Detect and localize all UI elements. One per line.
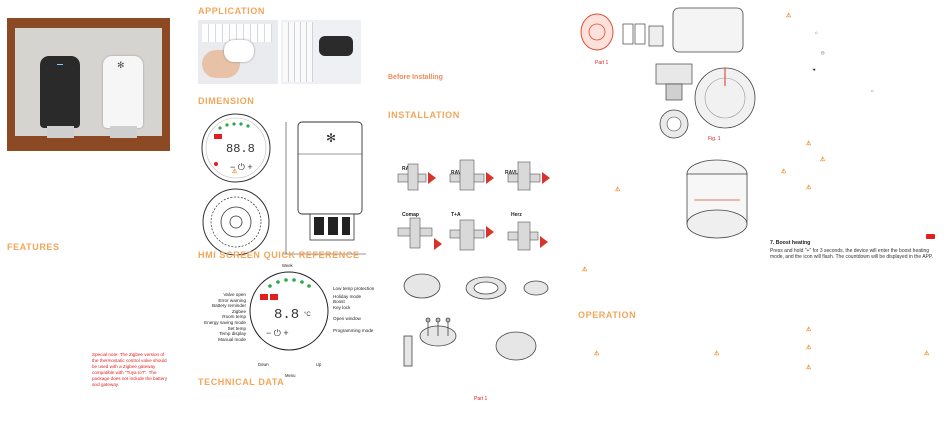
boost-title: 7. Boost heating <box>770 240 811 246</box>
svg-text:✻: ✻ <box>326 131 336 145</box>
installation-fig-1 <box>694 67 756 129</box>
valve-label: Comap <box>402 212 419 218</box>
svg-text:− ⏻ +: − ⏻ + <box>230 162 253 172</box>
dimension-heading: DIMENSION <box>198 96 255 106</box>
adapter-parts <box>403 273 549 367</box>
application-photo-1 <box>198 20 278 84</box>
hmi-right-label: Low temp protection <box>333 286 375 291</box>
hmi-right-label: Key lock <box>333 304 351 310</box>
valve-label: RAVL <box>505 170 519 176</box>
step-mark: ⚠ <box>820 157 826 163</box>
icon-glyph: ⌂ <box>815 30 818 35</box>
hmi-right-label: Holiday mode <box>333 293 362 299</box>
valve-label: RA <box>402 166 410 172</box>
valve-label: Herz <box>511 212 522 218</box>
white-thermostat <box>103 56 143 128</box>
black-thermostat <box>40 56 80 128</box>
step-mark: ⚠ <box>781 169 787 175</box>
application-heading: APPLICATION <box>198 6 265 16</box>
hmi-right-labels: Low temp protection Holiday mode Boost K… <box>333 286 377 334</box>
icon-glyph: ⌂ <box>871 88 874 93</box>
installation-fig-left <box>655 63 693 139</box>
hmi-left-label: Manual mode <box>218 336 246 342</box>
boost-flag-icon <box>926 234 935 239</box>
hmi-left-label: Set temp <box>227 325 246 331</box>
installation-heading: INSTALLATION <box>388 110 460 120</box>
application-photo-2 <box>281 20 361 84</box>
step-mark: ⚠ <box>806 345 812 351</box>
hmi-right-label: Programming mode <box>333 327 374 333</box>
exploded-parts <box>580 7 744 53</box>
hmi-front-view: 88.8 − ⏻ + <box>201 113 271 183</box>
hmi-heading: HMI SCREEN QUICK REFERENCE <box>198 250 360 260</box>
fig-1-label: Fig. 1 <box>708 136 721 142</box>
hmi-left-labels: Valve open Error warning Battery reminde… <box>198 292 246 342</box>
hmi-left-label: Error warning <box>218 297 246 303</box>
device-bottom-view <box>686 159 748 239</box>
technical-data-heading: TECHNICAL DATA <box>198 377 285 387</box>
valve-row-1 <box>397 159 550 191</box>
clock-icon: ◷ <box>821 50 825 55</box>
black-led <box>57 64 63 65</box>
svg-text:8.8: 8.8 <box>274 307 299 323</box>
dim-marker: ⚠ <box>232 169 238 175</box>
black-thermostat-base <box>47 126 74 138</box>
hmi-left-label: Energy saving mode <box>204 319 246 325</box>
boost-text: Press and hold "+" for 3 seconds, the de… <box>770 248 933 261</box>
svg-text:− ⏻ +: − ⏻ + <box>266 328 289 338</box>
operation-heading: OPERATION <box>578 310 637 320</box>
hmi-left-label: Valve open <box>223 292 246 297</box>
hmi-label-up: Up <box>316 362 322 367</box>
hmi-label-week: Week <box>282 263 293 268</box>
svg-text:88.8: 88.8 <box>226 142 255 156</box>
radiator-fins <box>202 24 272 42</box>
step-mark: ⚠ <box>594 351 600 357</box>
step-mark: ⚠ <box>714 351 720 357</box>
hmi-left-label: Zigbee <box>231 308 246 314</box>
step-mark: ⚠ <box>806 185 812 191</box>
part-label-1: Part 1 <box>474 396 488 402</box>
product-photo: ✻ <box>7 18 170 151</box>
radiator-fins-2 <box>283 22 313 82</box>
valve-row-2 <box>397 217 548 251</box>
before-installing: Before Installing <box>388 74 443 81</box>
part-label-top: Part 1 <box>595 60 609 66</box>
dimension-rear-view <box>202 188 270 256</box>
step-mark: ⚠ <box>806 327 812 333</box>
svg-text:°C: °C <box>304 312 311 318</box>
step-mark: ⚠ <box>806 365 812 371</box>
valve-label: RAV <box>451 170 462 176</box>
mounted-device <box>319 36 353 56</box>
step-mark: ⚠ <box>806 141 812 147</box>
step-mark: ⚠ <box>615 187 621 193</box>
hmi-left-label: Room temp <box>222 314 246 320</box>
device-glyph: ✻ <box>117 60 125 70</box>
hmi-left-label: Battery reminder <box>212 303 246 309</box>
hmi-left-label: Temp display <box>219 331 246 337</box>
features-heading: FEATURES <box>7 242 60 252</box>
step-mark: ⚠ <box>582 267 588 273</box>
hmi-screen-diagram: 8.8 °C − ⏻ + <box>249 271 329 351</box>
special-note: Special note: The Zigbee version of the … <box>92 352 168 387</box>
hmi-right-label: Open window <box>333 316 361 322</box>
white-thermostat-base <box>110 126 137 138</box>
valve-label: T+A <box>451 212 461 218</box>
hand-icon: ☚ <box>812 67 816 72</box>
dimension-side-view: ✻ <box>282 121 366 255</box>
hmi-label-down: Down <box>258 362 269 367</box>
device-in-hand <box>224 40 254 62</box>
step-mark: ⚠ <box>786 13 792 19</box>
hmi-right-label: Boost <box>333 299 345 305</box>
hmi-label-menu: Menu <box>285 373 296 378</box>
step-mark: ⚠ <box>924 351 930 357</box>
